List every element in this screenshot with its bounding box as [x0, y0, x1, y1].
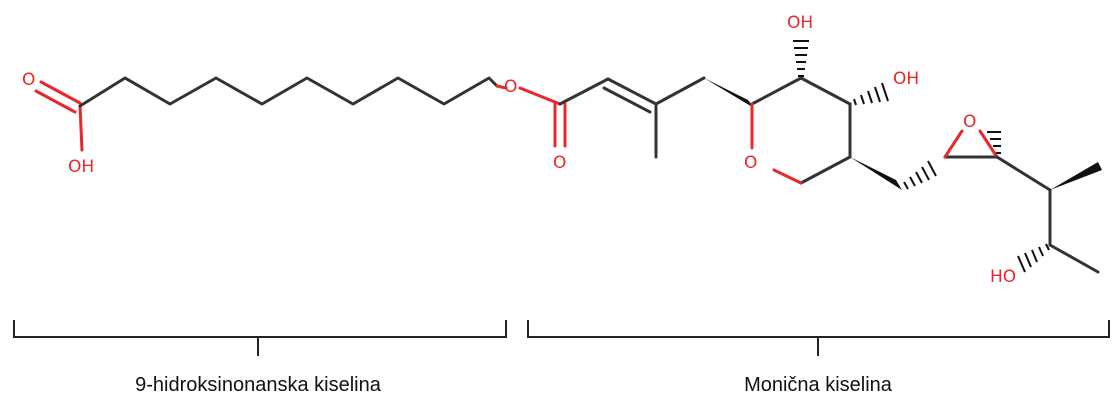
- ester-oxygen-carbon-bond: [518, 86, 562, 106]
- hydroxyl-bond: [78, 104, 84, 152]
- carbonyl-oxygen-label: O: [22, 70, 35, 90]
- nonanoate-chain: [78, 76, 499, 108]
- ester-alkene-bond: [558, 77, 610, 106]
- alkene-double-bond-a: [606, 77, 658, 106]
- left-fragment-label: 9-hidroksinonanska kiselina: [135, 374, 382, 396]
- ester-linkage: O: [518, 76, 706, 173]
- terminal-methyl-bond: [1048, 243, 1100, 274]
- bridge-wedge-bond: [850, 157, 902, 190]
- hydroxyl-right-label: OH: [893, 69, 919, 89]
- ring-oxygen-label: O: [744, 153, 757, 173]
- hydroxyl-top-label: OH: [787, 13, 813, 33]
- ring-bond-c6-o: [772, 168, 803, 185]
- ring-bond-c2-c3: [750, 76, 803, 106]
- hydroxyl-label: OH: [68, 157, 94, 177]
- hydroxyl-right-hashed-bond: [853, 82, 889, 106]
- ring-wedge-bond: [704, 78, 754, 108]
- alkene-double-bond-b: [602, 86, 652, 114]
- alkene-ch2-bond: [654, 76, 706, 106]
- carboxyl-group: O OH: [22, 70, 94, 177]
- right-fragment-label: Monična kiselina: [744, 374, 893, 396]
- sidechain-bond-a: [995, 155, 1052, 192]
- ho-hashed-bond: [1017, 243, 1050, 273]
- ester-oxygen-label: O: [504, 77, 517, 97]
- ho-bottom-label: HO: [990, 267, 1016, 287]
- right-fragment-bracket: [527, 320, 1110, 338]
- epoxide-ring: O: [943, 112, 999, 159]
- epoxide-co-bond-right: [978, 129, 999, 159]
- hydroxyl-top-hashed-bond: [793, 40, 809, 77]
- left-fragment-bracket: [13, 320, 507, 338]
- epoxide-co-bond-left: [943, 129, 964, 159]
- chain-ester-oxygen-bond: [495, 84, 508, 90]
- epoxide-hashed-bond: [987, 131, 1001, 154]
- ester-carbonyl-oxygen-label: O: [553, 153, 566, 173]
- sidechain-methyl-wedge: [1050, 162, 1102, 190]
- epoxide-oxygen-label: O: [963, 112, 976, 132]
- pyran-ring: O: [704, 76, 852, 185]
- ring-bond-c5-c6: [799, 155, 852, 185]
- bridge-hashed-bond: [903, 160, 937, 190]
- ring-bond-c3-c4: [799, 76, 852, 106]
- carbonyl-bond-a: [39, 80, 82, 105]
- carbonyl-bond-b: [34, 89, 77, 114]
